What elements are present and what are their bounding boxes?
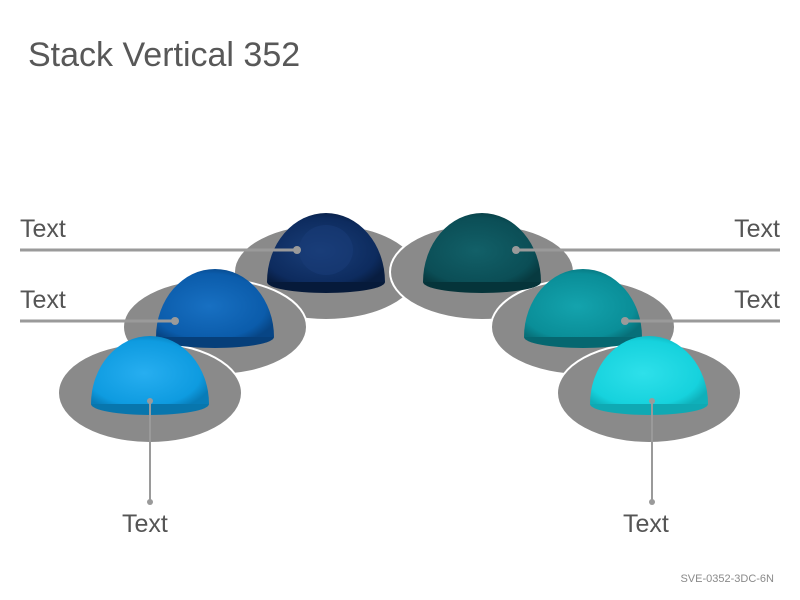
label-bottom-left: Text	[122, 510, 168, 538]
dome-top-left	[267, 213, 385, 293]
label-mid-right: Text	[734, 286, 780, 314]
label-top-right: Text	[734, 215, 780, 243]
dot-top-left	[293, 246, 301, 254]
dot-top-right	[512, 246, 520, 254]
domes	[91, 213, 708, 415]
connectors	[20, 248, 780, 502]
dot-mid-left	[171, 317, 179, 325]
label-mid-left: Text	[20, 286, 66, 314]
label-bottom-right: Text	[623, 510, 669, 538]
dot-mid-right	[621, 317, 629, 325]
slide-title: Stack Vertical 352	[28, 36, 301, 74]
dome-top-right	[423, 213, 541, 293]
dot-bottom-left-top	[147, 398, 153, 404]
connector-dots	[147, 246, 655, 505]
dot-bottom-right-top	[649, 398, 655, 404]
label-top-left: Text	[20, 215, 66, 243]
dot-bottom-right-end	[649, 499, 655, 505]
dome-bottom-left	[91, 336, 209, 415]
dome-bottom-right	[590, 336, 708, 415]
dome-mid-right	[524, 269, 642, 348]
dome-mid-left	[156, 269, 274, 348]
slide-code: SVE-0352-3DC-6N	[680, 573, 774, 585]
dot-bottom-left-end	[147, 499, 153, 505]
